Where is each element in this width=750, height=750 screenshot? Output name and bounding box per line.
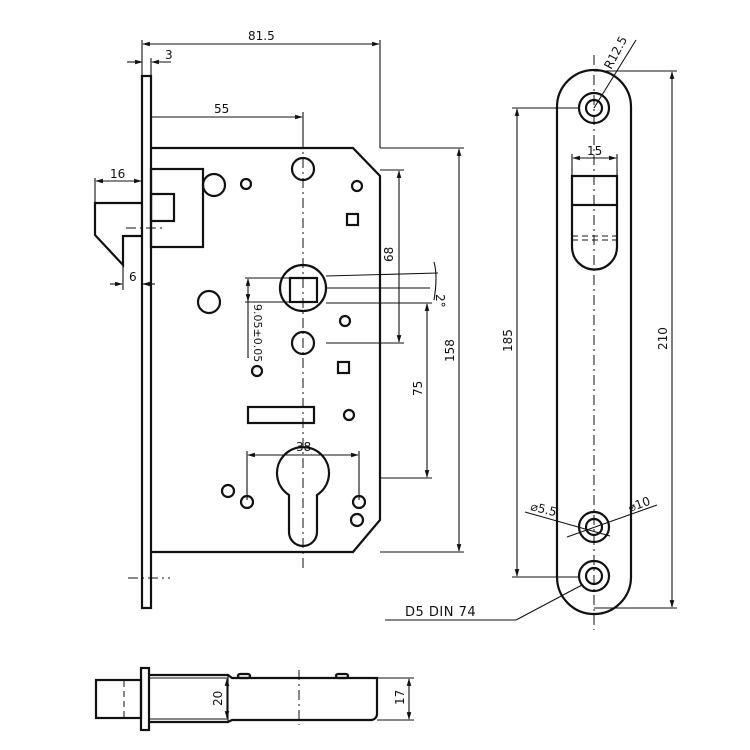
dim-body-height: 158 — [443, 339, 457, 362]
screw-hole-middle-inner — [584, 517, 604, 537]
faceplate-section — [139, 666, 151, 732]
rivet-square — [336, 360, 351, 375]
screw-hole-bottom — [577, 559, 611, 593]
hole-small — [239, 177, 253, 191]
dim-latch-offset: 6 — [129, 270, 137, 284]
dim-latch-width: 15 — [587, 144, 602, 158]
hole-small — [250, 364, 264, 378]
latch-housing — [149, 167, 205, 249]
latch-opening — [570, 205, 619, 271]
cylinder-keyhole — [275, 445, 331, 548]
bottom-view: 20 17 — [94, 666, 414, 732]
dim-hole-spacing: 75 — [411, 381, 425, 396]
dim-follower-square: 9.05±0.05 — [251, 304, 264, 362]
dim-faceplate-length: 210 — [656, 327, 670, 350]
dim-cylinder-hole-width: 38 — [296, 440, 311, 454]
body-section — [149, 673, 379, 724]
dim-backset: 55 — [214, 102, 229, 116]
hole-small — [342, 408, 356, 422]
hole-small — [350, 179, 364, 193]
dim-handle-to-cylinder: 68 — [382, 247, 396, 262]
latch-opening-top — [570, 174, 619, 207]
faceplate-view: R12.5 15 185 210 ⌀5.5 ⌀10 D5 DIN 74 — [385, 34, 677, 630]
hole-small — [220, 483, 236, 499]
dim-faceplate-thickness: 3 — [165, 48, 173, 62]
rivet-head — [334, 672, 350, 680]
dim-faceplate-width: 20 — [211, 691, 225, 706]
hole-latch-pivot — [201, 172, 227, 198]
rivet-head — [236, 672, 252, 680]
latch-bolt — [93, 201, 142, 268]
screw-hole-top-inner — [584, 98, 604, 118]
dim-body-thickness: 17 — [393, 690, 407, 705]
rivet-square — [345, 212, 360, 227]
hole-small — [338, 314, 352, 328]
latch-inner — [149, 192, 176, 223]
lock-case — [151, 146, 382, 554]
latch-stub — [94, 678, 143, 720]
dim-screw-hole-diameter: ⌀5.5 — [529, 499, 558, 519]
dim-overall-depth: 81.5 — [248, 29, 275, 43]
screw-hole-bottom-inner — [584, 566, 604, 586]
holes — [196, 156, 367, 548]
screw-callout: D5 DIN 74 — [405, 605, 476, 620]
dim-end-radius: R12.5 — [601, 34, 630, 72]
dim-latch-projection: 16 — [110, 167, 125, 181]
hole-small — [349, 512, 365, 528]
faceplate-edge — [140, 74, 153, 610]
bolt-slot — [246, 405, 316, 425]
faceplate-outline — [555, 68, 633, 616]
dim-angle: 2° — [433, 294, 447, 308]
dim-screw-hole-spacing: 185 — [501, 329, 515, 352]
front-view: 81.5 3 55 16 6 68 2° 9.05±0.05 — [93, 29, 464, 610]
hole-mid-left — [196, 289, 222, 315]
